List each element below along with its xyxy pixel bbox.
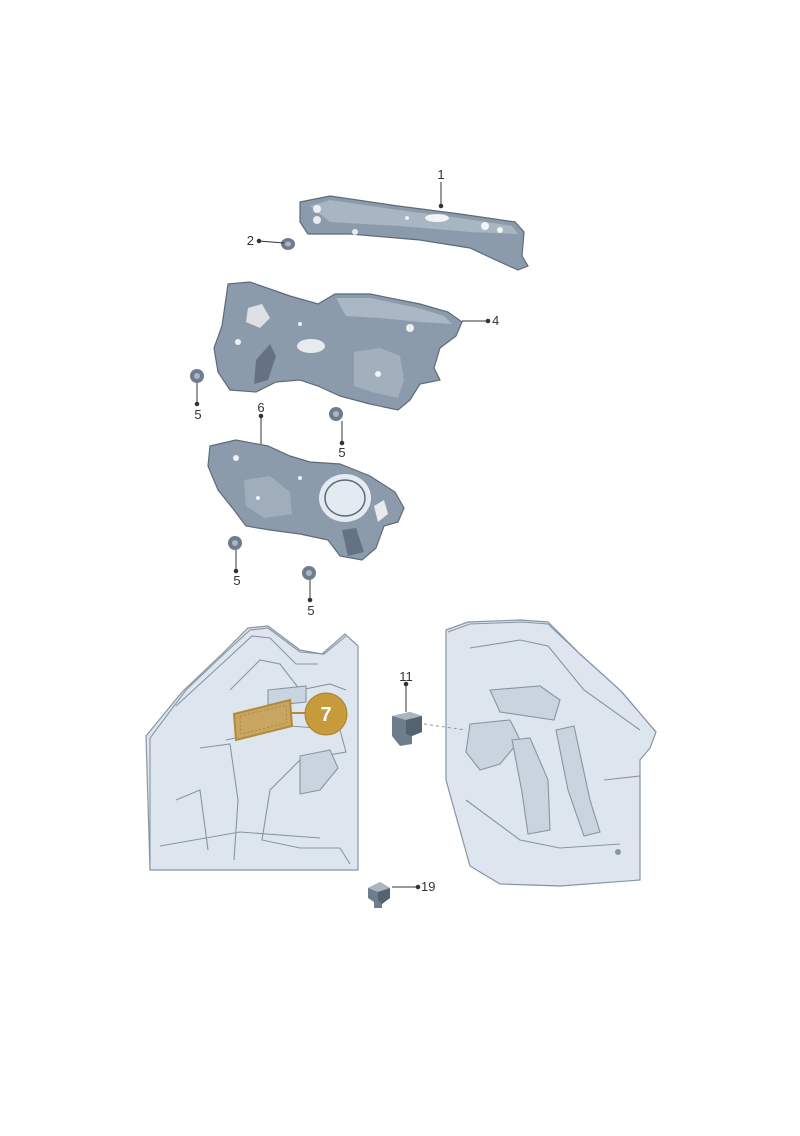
part-6-insulation-panel[interactable] xyxy=(207,439,405,561)
callout-badge-7[interactable]: 7 xyxy=(304,692,348,736)
callout-4: 4 xyxy=(492,313,499,328)
part-5-clip-d[interactable] xyxy=(302,566,316,580)
callout-19: 19 xyxy=(421,879,435,894)
callout-5-d: 5 xyxy=(307,603,314,618)
part-2-clip[interactable] xyxy=(281,238,295,250)
callout-6: 6 xyxy=(257,400,264,415)
part-19-clip[interactable] xyxy=(368,882,390,908)
part-11-bracket[interactable] xyxy=(392,712,422,746)
part-5-clip-a[interactable] xyxy=(190,369,204,383)
vehicle-body-right-view xyxy=(445,619,657,887)
part-4-insulation-panel[interactable] xyxy=(213,281,463,411)
badge-label: 7 xyxy=(320,704,331,726)
part-7-highlighted-pad[interactable] xyxy=(232,698,294,742)
leader-lines xyxy=(194,182,491,890)
callout-5-a: 5 xyxy=(194,407,201,422)
callout-5-c: 5 xyxy=(233,573,240,588)
vehicle-body-left-view xyxy=(145,625,359,871)
callout-5-b: 5 xyxy=(338,445,345,460)
callout-11: 11 xyxy=(399,669,413,684)
part-1-insulation-strip[interactable] xyxy=(299,195,529,271)
callout-1: 1 xyxy=(437,167,444,182)
part-5-clip-b[interactable] xyxy=(329,407,343,421)
part-5-clip-c[interactable] xyxy=(228,536,242,550)
callout-2: 2 xyxy=(247,233,254,248)
